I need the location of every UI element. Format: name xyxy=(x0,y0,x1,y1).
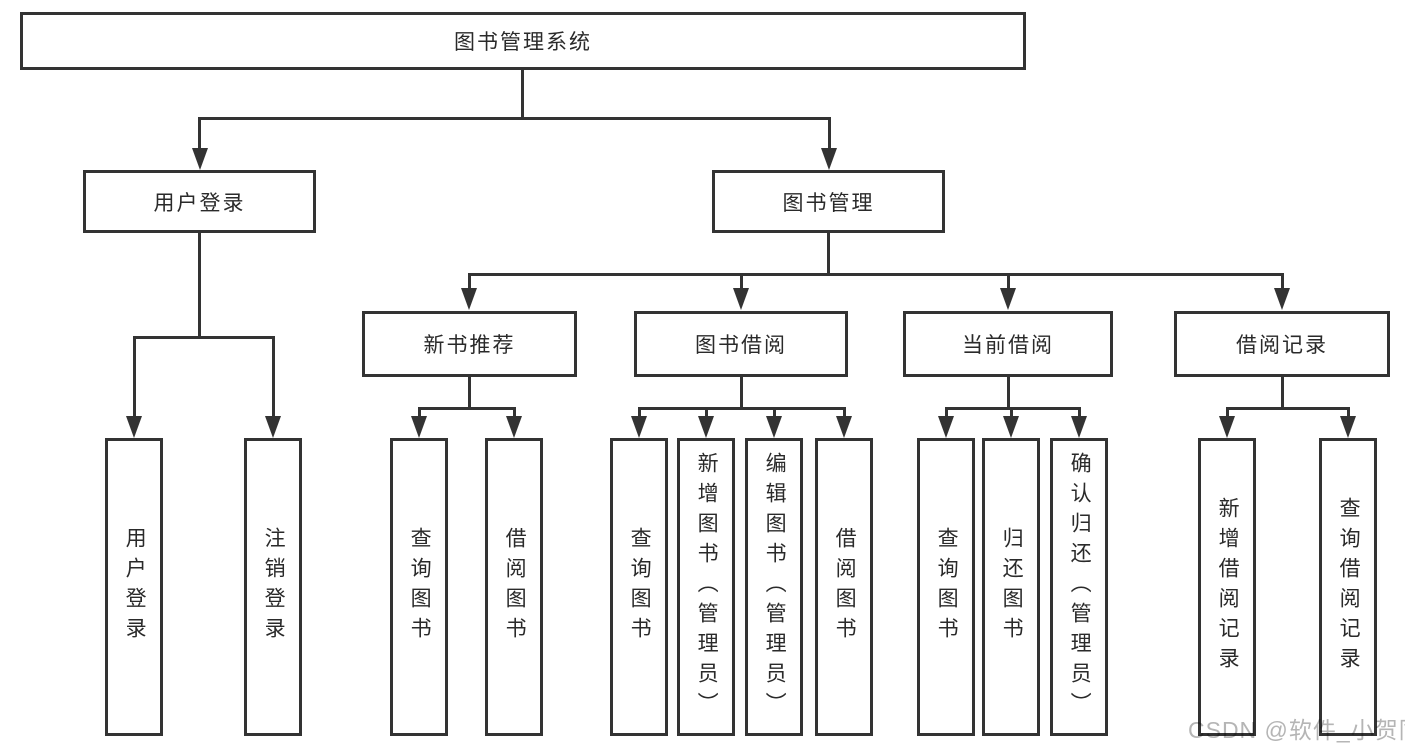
arrow-down-icon xyxy=(411,416,427,438)
connector-l3-stem xyxy=(1281,273,1284,291)
node-borrow-records: 借阅记录 xyxy=(1174,311,1390,377)
arrow-down-icon xyxy=(265,416,281,438)
connector-level3-hline xyxy=(468,273,1284,276)
arrow-down-icon xyxy=(766,416,782,438)
leaf-label: 编辑图书（管理员） xyxy=(763,452,787,722)
arrow-down-icon xyxy=(821,148,837,170)
arrow-down-icon xyxy=(461,288,477,310)
leaf-label: 查询图书 xyxy=(935,527,959,647)
connector-l3-stem xyxy=(740,273,743,291)
connector-group-hline xyxy=(638,407,845,410)
leaf-label: 查询借阅记录 xyxy=(1337,497,1361,677)
leaf-label: 借阅图书 xyxy=(503,527,527,647)
connector-group-hline xyxy=(1226,407,1349,410)
arrow-down-icon xyxy=(1219,416,1235,438)
connector-group-stem xyxy=(468,377,471,410)
node-user-login: 用户登录 xyxy=(83,170,316,233)
connector-group-stem xyxy=(1281,377,1284,410)
leaf-confirm-return-admin: 确认归还（管理员） xyxy=(1050,438,1108,736)
node-label: 图书管理 xyxy=(782,191,875,215)
connector-leaf-stem xyxy=(418,407,421,418)
node-root-label: 图书管理系统 xyxy=(454,31,592,54)
leaf-label: 新增图书（管理员） xyxy=(695,452,719,722)
arrow-down-icon xyxy=(1000,288,1016,310)
leaf-label: 查询图书 xyxy=(408,527,432,647)
leaf-add-borrow-record: 新增借阅记录 xyxy=(1198,438,1256,736)
leaf-logout: 注销登录 xyxy=(244,438,302,736)
csdn-watermark: CSDN @软件_小贺同学 xyxy=(1188,717,1405,743)
connector-l3-stem xyxy=(468,273,471,291)
connector-leaf-stem xyxy=(773,407,776,418)
arrow-down-icon xyxy=(836,416,852,438)
connector-leaf-stem xyxy=(705,407,708,418)
leaf-label: 确认归还（管理员） xyxy=(1068,452,1092,722)
connector-l3-stem xyxy=(1007,273,1010,291)
arrow-down-icon xyxy=(938,416,954,438)
leaf-user-login: 用户登录 xyxy=(105,438,163,736)
node-new-book-recommend: 新书推荐 xyxy=(362,311,577,377)
leaf-query-borrow-record: 查询借阅记录 xyxy=(1319,438,1377,736)
connector-userlogin-down xyxy=(198,233,201,339)
arrow-down-icon xyxy=(506,416,522,438)
leaf-label: 用户登录 xyxy=(123,527,147,647)
node-book-borrow: 图书借阅 xyxy=(634,311,848,377)
connector-leaf-stem xyxy=(1347,407,1350,418)
node-current-borrow: 当前借阅 xyxy=(903,311,1113,377)
node-label: 用户登录 xyxy=(153,191,246,215)
connector-leaf-stem xyxy=(638,407,641,418)
connector-userlogin-stem xyxy=(198,117,201,150)
leaf-borrow-books: 借阅图书 xyxy=(485,438,543,736)
leaf-label: 借阅图书 xyxy=(833,527,857,647)
leaf-label: 注销登录 xyxy=(262,527,286,647)
connector-leaf-stem xyxy=(945,407,948,418)
connector-group-hline xyxy=(418,407,516,410)
node-book-management: 图书管理 xyxy=(712,170,945,233)
connector-leaf-stem xyxy=(1010,407,1013,418)
leaf-add-books-admin: 新增图书（管理员） xyxy=(677,438,735,736)
connector-group-stem xyxy=(1007,377,1010,410)
connector-userlogin-hline xyxy=(133,336,275,339)
arrow-down-icon xyxy=(1274,288,1290,310)
leaf-query-books: 查询图书 xyxy=(390,438,448,736)
connector-leaf-stem xyxy=(1078,407,1081,418)
leaf-query-books: 查询图书 xyxy=(610,438,668,736)
connector-leaf-stem xyxy=(513,407,516,418)
arrow-down-icon xyxy=(192,148,208,170)
arrow-down-icon xyxy=(698,416,714,438)
connector-leaf-stem xyxy=(1226,407,1229,418)
leaf-return-books: 归还图书 xyxy=(982,438,1040,736)
node-label: 新书推荐 xyxy=(423,334,516,357)
connector-bookmgmt-down xyxy=(827,233,830,276)
connector-leaf-stem xyxy=(843,407,846,418)
arrow-down-icon xyxy=(733,288,749,310)
node-label: 图书借阅 xyxy=(695,334,787,357)
arrow-down-icon xyxy=(1071,416,1087,438)
leaf-borrow-books: 借阅图书 xyxy=(815,438,873,736)
node-label: 借阅记录 xyxy=(1236,334,1328,357)
node-root: 图书管理系统 xyxy=(20,12,1026,70)
node-label: 当前借阅 xyxy=(962,334,1054,357)
connector-bookmgmt-stem xyxy=(828,117,831,150)
leaf-label: 归还图书 xyxy=(1000,527,1024,647)
leaf-label: 新增借阅记录 xyxy=(1216,497,1240,677)
arrow-down-icon xyxy=(126,416,142,438)
connector-root-stem xyxy=(521,70,524,120)
arrow-down-icon xyxy=(1340,416,1356,438)
leaf-label: 查询图书 xyxy=(628,527,652,647)
leaf-edit-books-admin: 编辑图书（管理员） xyxy=(745,438,803,736)
connector-group-stem xyxy=(740,377,743,410)
connector-leaf-stem xyxy=(272,336,275,418)
leaf-query-books: 查询图书 xyxy=(917,438,975,736)
arrow-down-icon xyxy=(1003,416,1019,438)
connector-level2-hline xyxy=(198,117,831,120)
connector-leaf-stem xyxy=(133,336,136,418)
arrow-down-icon xyxy=(631,416,647,438)
